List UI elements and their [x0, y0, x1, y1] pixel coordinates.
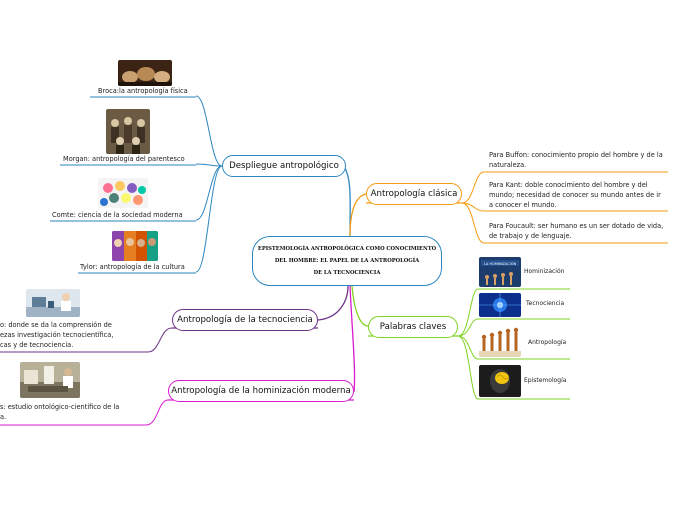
topic-antropologia-tecnociencia[interactable]: Antropología de la tecnociencia	[172, 309, 318, 331]
clasica-note-buffon: Para Buffon: conocimiento propio del hom…	[489, 151, 663, 169]
tylor-image	[112, 231, 158, 261]
clasica-note-foucault: Para Foucault: ser humano es un ser dota…	[489, 222, 664, 240]
tecnociencia-description: o: donde se da la comprensión de ezas in…	[0, 321, 114, 349]
despliegue-item-tylor: Tylor: antropología de la cultura	[80, 263, 185, 271]
central-line-3: DE LA TECNOCIENCIA	[313, 270, 381, 276]
topic-despliegue-antropologico[interactable]: Despliegue antropológico	[222, 155, 346, 177]
edge-clasica	[349, 193, 367, 237]
epistemologia-keyword-image	[479, 365, 521, 397]
edge-tecnociencia	[317, 285, 349, 321]
despliegue-item-morgan: Morgan: antropología del parentesco	[63, 155, 185, 163]
keyword-tecnociencia: Tecnociencia	[526, 300, 565, 307]
tecnociencia-lab-image	[26, 289, 80, 317]
topic-antropologia-clasica[interactable]: Antropología clásica	[366, 183, 462, 205]
antropologia-keyword-image	[479, 325, 521, 357]
comte-image	[98, 178, 148, 208]
hominizacion-banner-text: LA HOMINIZACIÓN	[484, 261, 517, 266]
hominizacion-description: s: estudio ontológico-científico de la a…	[0, 403, 120, 421]
edge-despliegue	[343, 165, 351, 237]
edge-hominizacion	[349, 285, 356, 393]
topic-antropologia-hominizacion[interactable]: Antropología de la hominización moderna	[168, 380, 354, 402]
hominizacion-keyword-image: LA HOMINIZACIÓN	[479, 257, 521, 287]
clasica-note-kant: Para Kant: doble conocimiento del hombre…	[489, 181, 661, 209]
central-topic[interactable]: EPISTEMOLOGÍA ANTROPOLÓGICA COMO CONOCIM…	[252, 236, 442, 286]
despliegue-item-broca: Broca:la antropología física	[98, 87, 188, 95]
keyword-hominizacion: Hominización	[524, 268, 565, 275]
keyword-epistemologia: Epistemología	[524, 377, 567, 384]
central-line-1: EPISTEMOLOGÍA ANTROPOLÓGICA COMO CONOCIM…	[257, 246, 437, 252]
despliegue-item-comte: Comte: ciencia de la sociedad moderna	[52, 211, 183, 219]
morgan-image	[106, 109, 150, 154]
broca-image	[118, 60, 172, 86]
topic-palabras-claves[interactable]: Palabras claves	[368, 316, 458, 338]
keyword-antropologia: Antropología	[528, 339, 567, 346]
tecnociencia-keyword-image	[479, 293, 521, 317]
hominizacion-lab-image	[20, 362, 80, 398]
edge-palabras	[351, 285, 369, 327]
central-line-2: DEL HOMBRE: EL PAPEL DE LA ANTROPOLOGÍA	[274, 258, 420, 264]
